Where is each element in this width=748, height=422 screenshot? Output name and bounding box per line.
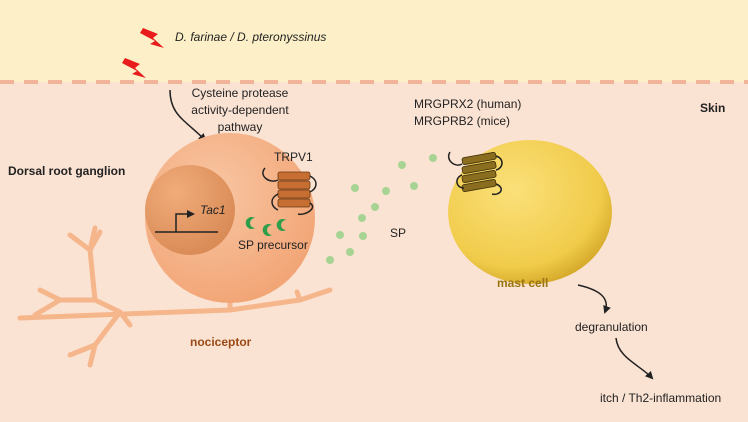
outcome-arrow [615, 337, 654, 380]
skin-label: Skin [700, 101, 726, 115]
sp-precursor-label: SP precursor [238, 238, 308, 252]
mites-label: D. farinae / D. pteronyssinus [175, 30, 327, 44]
nociceptor-axon [17, 225, 333, 368]
pathway-arrow [169, 89, 207, 142]
transcription-arrow-icon [155, 210, 218, 233]
outcome-label: itch / Th2-inflammation [600, 391, 722, 405]
degranulation-arrow [577, 284, 611, 314]
pathway-label-line2: activity-dependent [191, 103, 289, 117]
mast-cell-label: mast cell [497, 276, 549, 290]
receptor-human-label: MRGPRX2 (human) [414, 97, 522, 111]
trpv1-label: TRPV1 [274, 150, 313, 164]
pathway-label-line1: Cysteine protease [191, 86, 289, 100]
skin-layer [0, 82, 748, 422]
degranulation-label: degranulation [575, 320, 648, 334]
receptor-mice-label: MRGPRB2 (mice) [414, 114, 511, 128]
lightning-bolt-icon [122, 28, 164, 78]
mrgprx2-receptor-icon [448, 151, 503, 196]
drg-label: Dorsal root ganglion [8, 164, 126, 178]
pathway-label-line3: pathway [217, 120, 263, 134]
sp-precursor-icon [245, 217, 286, 237]
trpv1-receptor-icon [262, 167, 317, 216]
sp-dots [326, 154, 437, 264]
tac1-label: Tac1 [200, 203, 226, 217]
sp-label: SP [390, 226, 407, 240]
nociceptor-label: nociceptor [190, 335, 252, 349]
outer-layer [0, 0, 748, 82]
